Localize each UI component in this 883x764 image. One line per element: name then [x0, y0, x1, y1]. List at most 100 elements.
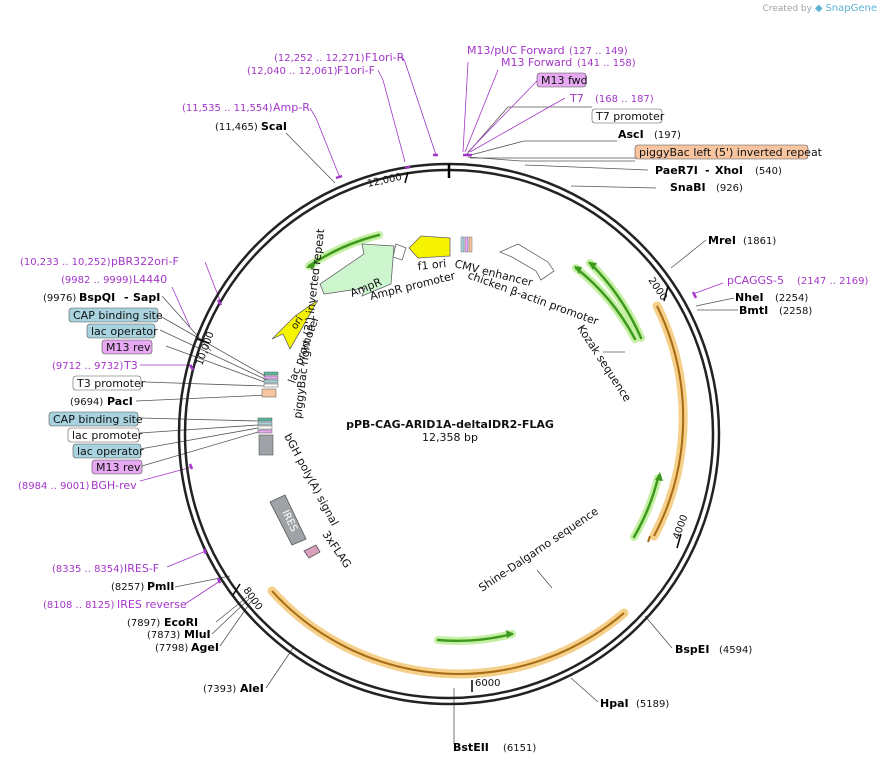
primer-name: F1ori-R — [365, 51, 405, 64]
enzyme-name: AgeI — [191, 641, 219, 654]
t3-promoter-box: T3 promoter — [76, 377, 146, 390]
enzyme-pos: (7873) — [147, 630, 180, 641]
cap-binding-site-box: CAP binding site — [53, 413, 143, 426]
primer-range: (9982 .. 9999) — [61, 275, 133, 286]
m13-rev-box: M13 rev — [106, 341, 151, 354]
boxed-feature-labels: M13 fwd T7 promoter piggyBac left (5') i… — [48, 72, 823, 475]
svg-text:-: - — [124, 291, 129, 304]
shine-dalgarno-label: Shine-Dalgarno sequence — [476, 505, 601, 595]
enzyme-pos: (7897) — [127, 618, 160, 629]
enzyme-name: XhoI — [715, 164, 743, 177]
enzyme-pos: (197) — [654, 130, 681, 141]
orf-arcs — [267, 301, 688, 679]
ires-arrow — [269, 494, 307, 546]
primer-range: (12,040 .. 12,061) — [247, 66, 338, 77]
lac-promoter-stack — [257, 371, 279, 434]
primer-leader-lines — [139, 55, 724, 605]
snapgene-logo-icon: ◆ — [814, 3, 823, 14]
primer-marks — [188, 153, 698, 584]
tick-marks — [196, 171, 682, 692]
enzyme-name: AscI — [618, 128, 644, 141]
enzyme-name: AleI — [240, 682, 264, 695]
primer-range: (168 .. 187) — [595, 94, 654, 105]
primer-range: (12,252 .. 12,271) — [274, 53, 365, 64]
cap-binding-site-box: CAP binding site — [73, 309, 163, 322]
primer-range: (11,535 .. 11,554) — [182, 103, 273, 114]
enzyme-pos: (1861) — [743, 236, 776, 247]
bgh-polya-box — [258, 434, 274, 456]
primer-name: M13 Forward — [501, 56, 572, 69]
enzyme-name: BspEI — [675, 643, 709, 656]
primer-range: (8984 .. 9001) — [18, 481, 90, 492]
enzyme-pos: (2254) — [775, 293, 808, 304]
enzyme-pos: (7798) — [155, 643, 188, 654]
enzyme-name: PmlI — [147, 580, 174, 593]
enzyme-name: ScaI — [261, 120, 287, 133]
m13-fwd-box: M13 fwd — [541, 74, 588, 87]
enzyme-pos: (6151) — [503, 743, 536, 754]
primer-name: pCAGGS-5 — [727, 274, 784, 287]
primer-range: (8335 .. 8354) — [52, 564, 124, 575]
enzyme-name: BmtI — [739, 304, 768, 317]
enzyme-pos: (5189) — [636, 699, 669, 710]
flag-arrow — [303, 544, 321, 559]
enzyme-name: BspQI — [79, 291, 115, 304]
green-orf-arrows — [305, 231, 663, 645]
piggybac-left-box: piggyBac left (5') inverted repeat — [639, 146, 823, 159]
enzyme-name: SapI — [133, 291, 160, 304]
ampr-arrow — [319, 243, 395, 297]
snapgene-watermark: Created by ◆ SnapGene — [762, 3, 877, 14]
enzyme-pos: (2258) — [779, 306, 812, 317]
enzyme-name: SnaBI — [670, 181, 706, 194]
primer-labels: (12,252 .. 12,271) F1ori-R (12,040 .. 12… — [18, 44, 869, 611]
svg-text:-: - — [705, 164, 710, 177]
enzyme-name: MluI — [184, 628, 211, 641]
primer-stack-top — [460, 236, 465, 253]
enzyme-name: NheI — [735, 291, 764, 304]
enzyme-pos: (4594) — [719, 645, 752, 656]
plasmid-length: 12,358 bp — [422, 431, 478, 444]
primer-range: (127 .. 149) — [569, 46, 628, 57]
kozak-label: Kozak sequence — [574, 323, 633, 405]
primer-name: L4440 — [133, 273, 167, 286]
ori-arrow — [271, 299, 319, 350]
plasmid-name: pPB-CAG-ARID1A-deltaIDR2-FLAG — [346, 418, 554, 431]
primer-name: M13/pUC Forward — [467, 44, 565, 57]
enzyme-name: BstEII — [453, 741, 489, 754]
f1-ori-label: f1 ori — [417, 257, 447, 273]
lac-operator-box: lac operator — [77, 445, 144, 458]
t7-promoter-box: T7 promoter — [595, 110, 665, 123]
enzyme-pos: (8257) — [111, 582, 144, 593]
lac-promoter-box: lac promoter — [72, 429, 143, 442]
tick-label-6000: 6000 — [475, 678, 500, 689]
primer-range: (9712 .. 9732) — [52, 361, 124, 372]
enzyme-pos: (11,465) — [215, 122, 258, 133]
ampr-promoter-arrow — [392, 243, 407, 261]
primer-range: (8108 .. 8125) — [43, 600, 115, 611]
primer-range: (141 .. 158) — [577, 58, 636, 69]
enzyme-name: PacI — [107, 395, 133, 408]
enzyme-pos: (9694) — [70, 397, 103, 408]
enzyme-name: MreI — [708, 234, 736, 247]
m13-rev-box: M13 rev — [96, 461, 141, 474]
enzyme-pos: (926) — [716, 183, 743, 194]
primer-name: pBR322ori-F — [111, 255, 179, 268]
enzyme-labels: (11,465) ScaI AscI (197) PaeR7I - XhoI (… — [43, 120, 812, 754]
primer-name: BGH-rev — [91, 479, 137, 492]
primer-name: IRES reverse — [117, 598, 187, 611]
primer-name: T3 — [123, 359, 138, 372]
watermark-prefix: Created by — [762, 4, 812, 14]
f1-ori-arrow — [408, 235, 451, 259]
enzyme-name: HpaI — [600, 697, 629, 710]
watermark-brand: SnapGene — [825, 3, 877, 14]
primer-name: F1ori-F — [337, 64, 375, 77]
lac-operator-box: lac operator — [91, 325, 158, 338]
tick-label-4000: 4000 — [671, 513, 690, 541]
tick-label-2000: 2000 — [646, 276, 669, 303]
primer-range: (2147 .. 2169) — [797, 276, 869, 287]
flag-label: 3xFLAG — [320, 528, 354, 570]
enzyme-name: PaeR7I — [655, 164, 698, 177]
cmv-enhancer-arrow — [498, 243, 555, 281]
primer-name: IRES-F — [124, 562, 159, 575]
